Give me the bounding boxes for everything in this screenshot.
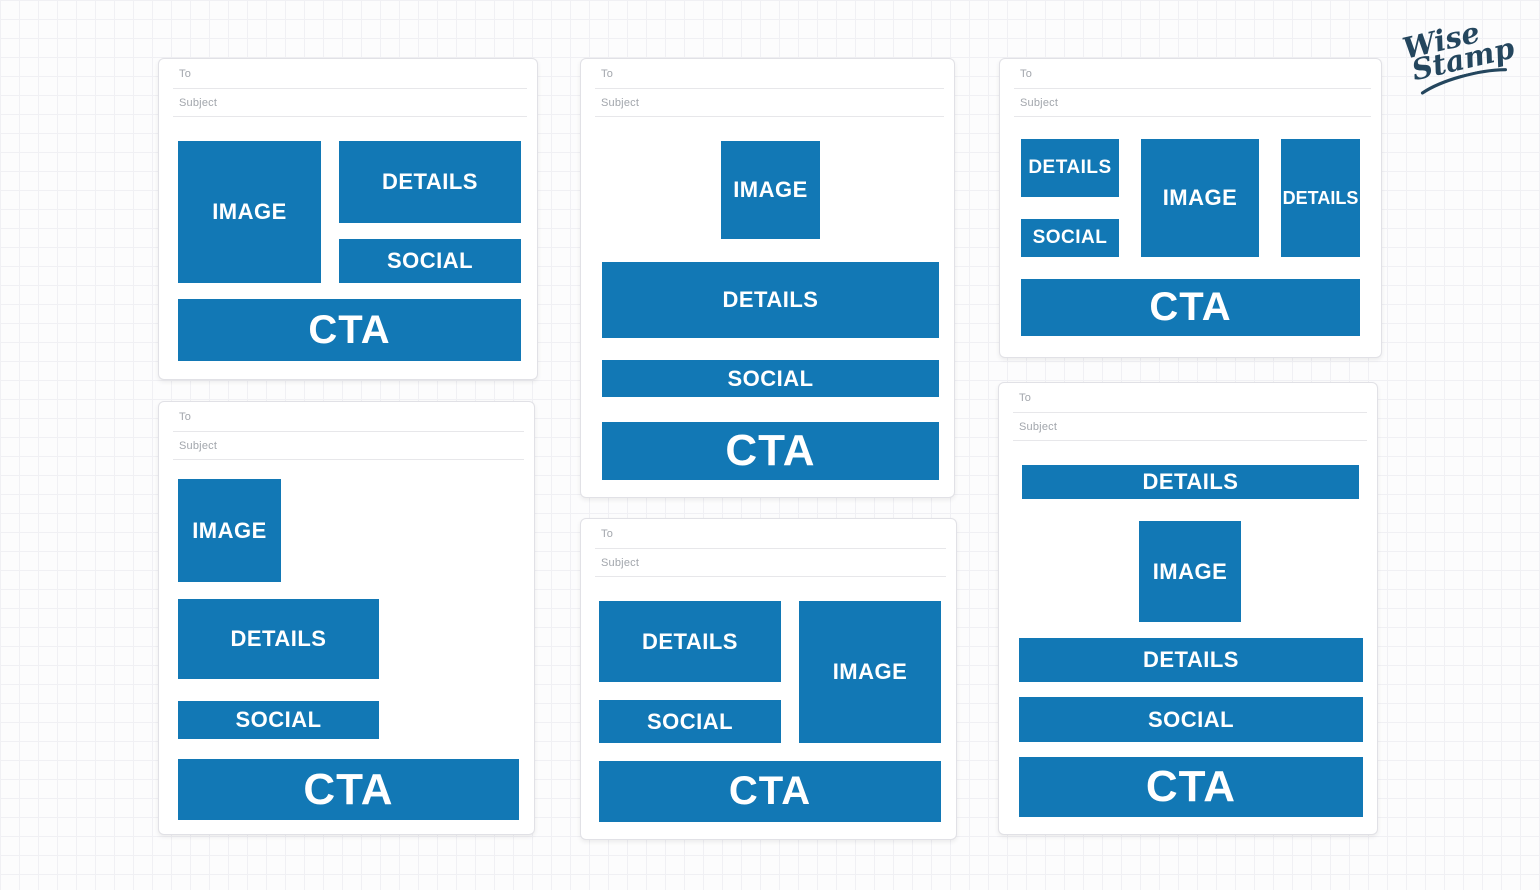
subject-label: Subject	[179, 439, 218, 452]
to-field-row: To	[1013, 383, 1367, 413]
email-header: To Subject	[1013, 383, 1367, 441]
email-layout-card-4[interactable]: To Subject IMAGE DETAILS SOCIAL CTA	[158, 401, 535, 835]
social-block: SOCIAL	[339, 239, 521, 283]
to-label: To	[179, 410, 192, 423]
email-header: To Subject	[595, 519, 946, 577]
cta-block: CTA	[178, 299, 521, 361]
subject-label: Subject	[601, 556, 640, 569]
email-layout-card-1[interactable]: To Subject IMAGE DETAILS SOCIAL CTA	[158, 58, 538, 380]
subject-field-row: Subject	[173, 432, 524, 460]
social-block: SOCIAL	[602, 360, 939, 397]
to-field-row: To	[1014, 59, 1371, 89]
email-layout-card-2[interactable]: To Subject IMAGE DETAILS SOCIAL CTA	[580, 58, 955, 498]
cta-block: CTA	[1021, 279, 1360, 336]
email-layout-card-3[interactable]: To Subject DETAILS SOCIAL IMAGE DETAILS …	[999, 58, 1382, 358]
email-layout-card-6[interactable]: To Subject DETAILS IMAGE DETAILS SOCIAL …	[998, 382, 1378, 835]
image-block: IMAGE	[1141, 139, 1259, 257]
image-block: IMAGE	[178, 479, 281, 582]
details-block: DETAILS	[599, 601, 781, 682]
to-field-row: To	[173, 402, 524, 432]
to-label: To	[601, 67, 614, 80]
cta-block: CTA	[599, 761, 941, 822]
subject-field-row: Subject	[173, 89, 527, 117]
subject-label: Subject	[1020, 96, 1059, 109]
email-header: To Subject	[173, 59, 527, 117]
subject-label: Subject	[1019, 420, 1058, 433]
image-block: IMAGE	[799, 601, 941, 743]
wisestamp-logo: Wise Stamp	[1394, 12, 1521, 99]
email-header: To Subject	[595, 59, 944, 117]
to-label: To	[179, 67, 192, 80]
subject-field-row: Subject	[1014, 89, 1371, 117]
details-block-right: DETAILS	[1281, 139, 1360, 257]
details-block: DETAILS	[178, 599, 379, 679]
email-header: To Subject	[1014, 59, 1371, 117]
subject-label: Subject	[601, 96, 640, 109]
to-label: To	[1020, 67, 1033, 80]
subject-field-row: Subject	[595, 89, 944, 117]
cta-block: CTA	[178, 759, 519, 820]
subject-field-row: Subject	[595, 549, 946, 577]
subject-label: Subject	[179, 96, 218, 109]
image-block: IMAGE	[1139, 521, 1241, 622]
social-block: SOCIAL	[1019, 697, 1363, 742]
details-block: DETAILS	[339, 141, 521, 223]
details-block: DETAILS	[602, 262, 939, 338]
social-block: SOCIAL	[1021, 219, 1119, 257]
details-block-top: DETAILS	[1022, 465, 1359, 499]
email-layout-card-5[interactable]: To Subject DETAILS SOCIAL IMAGE CTA	[580, 518, 957, 840]
to-field-row: To	[595, 59, 944, 89]
to-field-row: To	[173, 59, 527, 89]
image-block: IMAGE	[721, 141, 820, 239]
details-block-bottom: DETAILS	[1019, 638, 1363, 682]
to-field-row: To	[595, 519, 946, 549]
to-label: To	[1019, 391, 1032, 404]
social-block: SOCIAL	[599, 700, 781, 743]
subject-field-row: Subject	[1013, 413, 1367, 441]
image-block: IMAGE	[178, 141, 321, 283]
cta-block: CTA	[602, 422, 939, 480]
social-block: SOCIAL	[178, 701, 379, 739]
details-block-left: DETAILS	[1021, 139, 1119, 197]
logo-swash-icon	[1420, 68, 1508, 95]
email-header: To Subject	[173, 402, 524, 460]
cta-block: CTA	[1019, 757, 1363, 817]
to-label: To	[601, 527, 614, 540]
